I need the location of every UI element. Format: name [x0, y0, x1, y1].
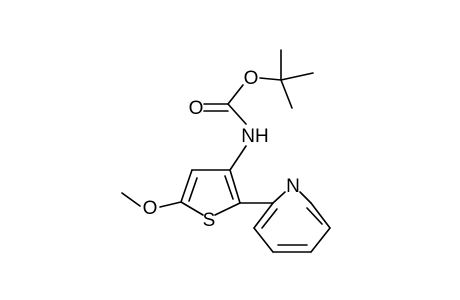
- bond-c5-s: [180, 201, 204, 216]
- amine-label: NH: [241, 126, 268, 147]
- bond-c4-c5-inner: [188, 177, 198, 202]
- bond-tbu-c-o: [259, 77, 282, 81]
- bond-tbu-methyl-right: [280, 72, 314, 81]
- atom-labels: O O NH O S N: [143, 68, 300, 231]
- ester-oxygen-label: O: [244, 68, 259, 89]
- bond-py-c6-c5: [310, 202, 331, 229]
- bond-c4-c5: [180, 169, 193, 203]
- bond-tbu-methyl-down: [280, 79, 293, 109]
- bond-py-c5-c4: [310, 227, 331, 253]
- pyridine-nitrogen-label: N: [286, 176, 300, 197]
- bond-py-c2-c1: [253, 202, 274, 229]
- bond-ester-o-carbonyl-c: [227, 84, 244, 105]
- carbonyl-oxygen-label: O: [189, 98, 204, 119]
- bond-py-n-c6: [299, 191, 312, 204]
- bond-py-inner-1: [306, 207, 323, 225]
- bond-s-c2: [214, 202, 241, 216]
- bond-c2-c3: [229, 169, 241, 204]
- bond-py-c3-c2: [253, 227, 274, 253]
- methoxy-oxygen-label: O: [143, 198, 158, 219]
- bond-py-inner-3: [261, 208, 278, 229]
- bonds: [121, 49, 331, 253]
- bond-c5-ome: [159, 201, 182, 208]
- bond-py-c2-n: [272, 191, 286, 204]
- bond-c2-c3-inner: [224, 175, 234, 200]
- bond-n-thiophene: [229, 145, 247, 171]
- bond-carbonyl-c-n: [227, 103, 247, 125]
- thiophene-sulfur-label: S: [203, 210, 216, 231]
- bond-o-methyl: [121, 192, 141, 207]
